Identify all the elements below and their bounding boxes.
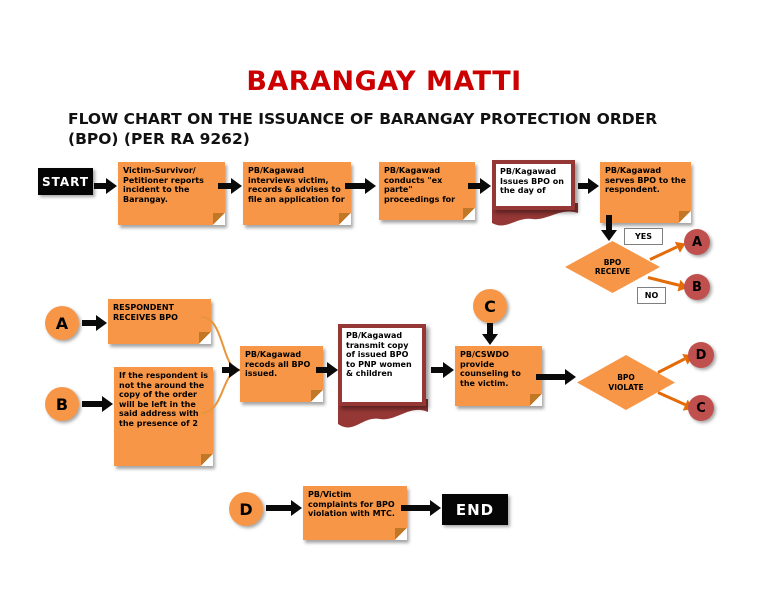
node-transmit-bpo-document: PB/Kagawad transmit copy of issued BPO t… bbox=[338, 324, 426, 406]
node-interview-victim: PB/Kagawad interviews victim, records & … bbox=[243, 162, 351, 225]
end-node: END bbox=[442, 494, 508, 525]
decision-label: BPO RECEIVE bbox=[594, 257, 631, 276]
document-wave-shape bbox=[338, 399, 428, 428]
yes-branch-arrow bbox=[649, 245, 678, 261]
page-title: BARANGAY MATTI bbox=[246, 66, 522, 97]
flow-arrow bbox=[222, 367, 229, 373]
node-respondent-receives: RESPONDENT RECEIVES BPO bbox=[108, 299, 211, 344]
violate-branch-arrow-c bbox=[657, 391, 687, 407]
connector-c-target: C bbox=[688, 395, 714, 421]
node-issue-bpo-document: PB/Kagawad Issues BPO on the day of bbox=[492, 160, 575, 210]
subtitle-line-2: (BPO) (PER RA 9262) bbox=[68, 130, 250, 149]
flow-arrow bbox=[266, 505, 291, 511]
subtitle-line-1: FLOW CHART ON THE ISSUANCE OF BARANGAY P… bbox=[68, 110, 658, 128]
connector-b-target: B bbox=[684, 274, 710, 300]
flow-arrow bbox=[94, 183, 106, 189]
node-mtc-complaint: PB/Victim complaints for BPO violation w… bbox=[303, 486, 407, 540]
violate-branch-arrow-d bbox=[657, 357, 686, 374]
flow-arrow bbox=[536, 374, 565, 380]
connector-c-source: C bbox=[473, 289, 507, 323]
node-ex-parte: PB/Kagawad conducts "ex parte" proceedin… bbox=[379, 162, 475, 220]
flow-arrow bbox=[578, 183, 588, 189]
flow-arrow bbox=[82, 320, 96, 326]
flow-arrow bbox=[431, 367, 443, 373]
start-node: START bbox=[38, 168, 93, 195]
connector-d-target: D bbox=[688, 342, 714, 368]
flow-arrow bbox=[82, 401, 102, 407]
flow-arrow bbox=[316, 367, 327, 373]
node-record-bpo: PB/Kagawad recods all BPO issued. bbox=[240, 346, 323, 402]
yes-label: YES bbox=[624, 228, 663, 245]
node-counseling: PB/CSWDO provide counseling to the victi… bbox=[455, 346, 542, 406]
connector-b-source: B bbox=[45, 387, 79, 421]
connector-d-source: D bbox=[229, 492, 263, 526]
flow-arrow bbox=[468, 183, 480, 189]
no-branch-arrow bbox=[647, 276, 680, 287]
flow-arrow-down bbox=[606, 215, 612, 230]
node-respondent-not-around: If the respondent is not the around the … bbox=[114, 367, 213, 466]
decision-bpo-received: BPO RECEIVE bbox=[565, 241, 660, 293]
flow-arrow-down bbox=[487, 323, 493, 334]
connector-a-target: A bbox=[684, 229, 710, 255]
decision-bpo-violated: BPO VIOLATE bbox=[577, 355, 675, 410]
page-subtitle: FLOW CHART ON THE ISSUANCE OF BARANGAY P… bbox=[68, 109, 718, 149]
decision-label: BPO VIOLATE bbox=[608, 373, 644, 392]
flow-arrow bbox=[345, 183, 365, 189]
node-report-incident: Victim-Survivor/ Petitioner reports inci… bbox=[118, 162, 225, 225]
node-serve-bpo: PB/Kagawad serves BPO to the respondent. bbox=[600, 162, 691, 223]
connector-a-source: A bbox=[45, 306, 79, 340]
no-label: NO bbox=[637, 287, 666, 304]
flow-arrow bbox=[218, 183, 231, 189]
flow-arrow bbox=[401, 505, 430, 511]
